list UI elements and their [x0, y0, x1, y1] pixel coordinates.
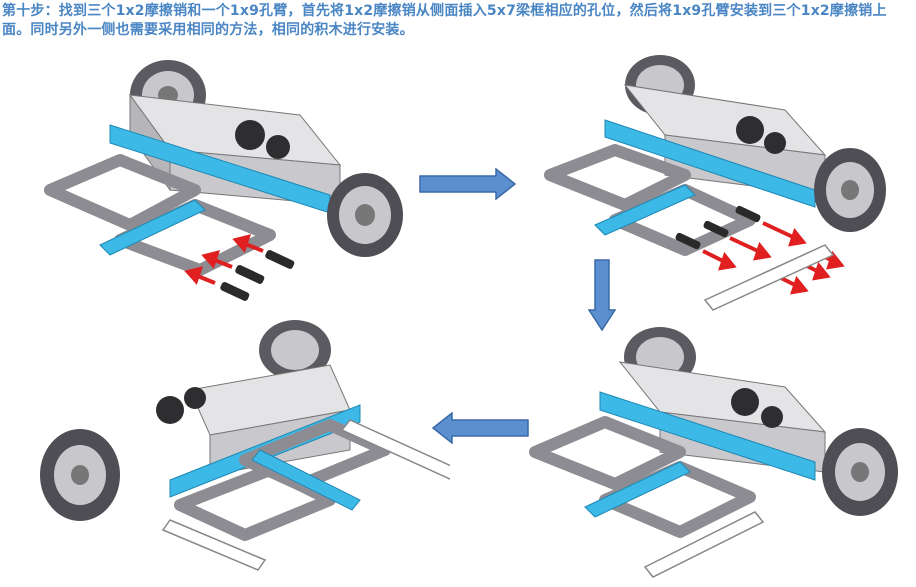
gear-icon	[235, 120, 265, 150]
front-wheel	[822, 428, 898, 516]
front-wheel	[40, 429, 120, 521]
step-3-illustration	[520, 322, 912, 584]
gear-icon	[731, 388, 759, 416]
instruction-text: 第十步：找到三个1x2摩擦销和一个1x9孔臂，首先将1x2摩擦销从侧面插入5x7…	[2, 2, 910, 40]
arrow-down	[588, 258, 616, 332]
cyan-beam-short	[252, 450, 360, 510]
gear-icon	[184, 387, 206, 409]
gear-icon	[266, 135, 290, 159]
step-4-illustration	[30, 310, 450, 572]
step-1-illustration	[10, 55, 410, 315]
gear-icon	[761, 406, 783, 428]
front-wheel	[814, 148, 886, 232]
gear-icon	[764, 132, 786, 154]
gear-icon	[156, 396, 184, 424]
front-wheel	[327, 173, 403, 257]
1x9-beam	[342, 420, 450, 480]
gear-icon	[736, 116, 764, 144]
arrow-right	[418, 168, 518, 200]
